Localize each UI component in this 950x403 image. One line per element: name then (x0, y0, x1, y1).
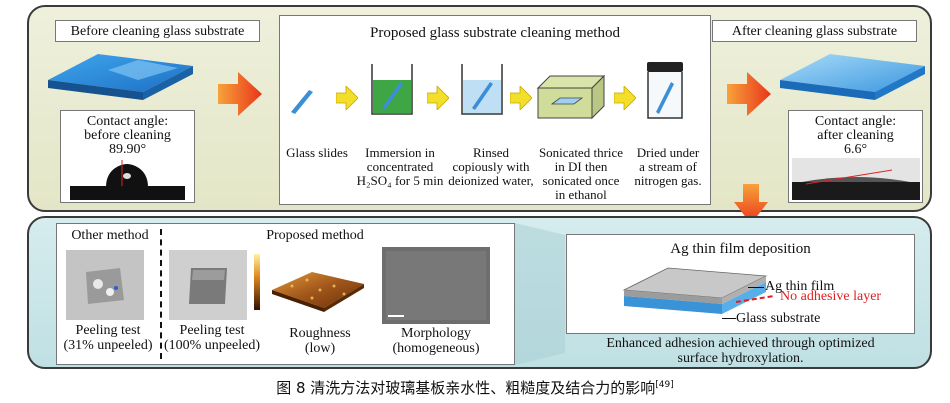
enhanced-adhesion-line2: surface hydroxylation. (677, 351, 804, 366)
step-5-label-line2: a stream of (639, 159, 697, 174)
deposition-title: Ag thin film deposition (670, 241, 811, 257)
glass-substrate-pointer (722, 318, 736, 319)
roughness-value: (low) (304, 341, 336, 356)
drying-jar-icon (647, 62, 683, 119)
morphology-sem-image (382, 247, 490, 324)
peel-test-other-label: Peeling test (75, 323, 141, 338)
contact-angle-before-sub: before cleaning (84, 128, 171, 143)
enhanced-adhesion-line1: Enhanced adhesion achieved through optim… (606, 336, 875, 351)
contact-angle-after-sub: after cleaning (817, 128, 894, 143)
sonicator-bath-icon (536, 74, 606, 120)
glass-slide-icon (291, 90, 313, 114)
step-3-label-line1: Rinsed (472, 145, 510, 160)
step-arrow-1 (336, 86, 358, 110)
step-3-label-line3: deionized water, (448, 173, 534, 188)
process-arrow-2 (727, 72, 771, 116)
other-method-label: Other method (71, 228, 149, 243)
droplet-after-image (792, 158, 920, 200)
step-5-label-line1: Dried under (636, 145, 700, 160)
roughness-afm-image (254, 254, 364, 312)
process-arrow-1 (218, 72, 262, 116)
glass-substrate-label: Glass substrate (736, 311, 821, 326)
peel-test-other-image (66, 250, 144, 320)
step-arrow-2 (427, 86, 449, 110)
step-2-label-line1: Immersion in (365, 145, 435, 160)
peel-test-other-percent: (31% unpeeled) (63, 338, 153, 353)
zoom-projection (515, 223, 565, 365)
figure-caption-ref: [49] (655, 380, 674, 390)
step-3-label-line2: copiously with (452, 159, 530, 174)
step-arrow-4 (614, 86, 636, 110)
no-adhesive-label: No adhesive layer (780, 289, 882, 304)
ag-film-pointer (748, 287, 764, 288)
peel-test-proposed-percent: (100% unpeeled) (163, 338, 261, 353)
step-4-label-line4: in ethanol (555, 187, 607, 202)
acid-beaker-icon (371, 64, 413, 115)
ag-film-label: Ag thin film (765, 279, 835, 294)
glass-slab-after (780, 54, 925, 100)
glass-slab-before (48, 54, 193, 100)
contact-angle-before-label: Contact angle: (86, 114, 169, 129)
step-1-label: Glass slides (286, 145, 348, 160)
peel-test-proposed-image (169, 250, 247, 320)
droplet-before-image (70, 160, 185, 200)
step-5-label-line3: nitrogen gas. (634, 173, 702, 188)
step-4-label-line3: sonicated once (542, 173, 620, 188)
step-2-label-line2: concentrated (366, 159, 434, 174)
before-cleaning-title: Before cleaning glass substrate (55, 20, 260, 42)
no-adhesive-pointer (736, 295, 775, 303)
contact-angle-after-label: Contact angle: (814, 114, 897, 129)
after-cleaning-title: After cleaning glass substrate (712, 20, 917, 42)
proposed-method-label: Proposed method (266, 228, 364, 243)
step-4-label-line2: in DI then (554, 159, 608, 174)
water-beaker-icon (461, 64, 503, 115)
ag-film-stack-diagram (622, 267, 768, 314)
step-2-label-line3: H₂SO₄ for 5 min (356, 173, 444, 188)
figure-caption-text: 图 8 清洗方法对玻璃基板亲水性、粗糙度及结合力的影响 (276, 379, 656, 397)
peel-test-proposed-label: Peeling test (179, 323, 245, 338)
contact-angle-before-value: 89.90° (108, 142, 147, 157)
morphology-value: (homogeneous) (392, 341, 480, 356)
roughness-label: Roughness (289, 326, 351, 341)
step-4-label-line1: Sonicated thrice (538, 145, 624, 160)
morphology-label: Morphology (401, 326, 471, 341)
contact-angle-after-value: 6.6° (843, 142, 868, 157)
down-arrow (734, 184, 768, 224)
figure-caption: 图 8 清洗方法对玻璃基板亲水性、粗糙度及结合力的影响[49] (0, 377, 950, 398)
step-arrow-3 (510, 86, 532, 110)
cleaning-method-title: Proposed glass substrate cleaning method (370, 25, 620, 41)
method-divider (160, 229, 162, 359)
